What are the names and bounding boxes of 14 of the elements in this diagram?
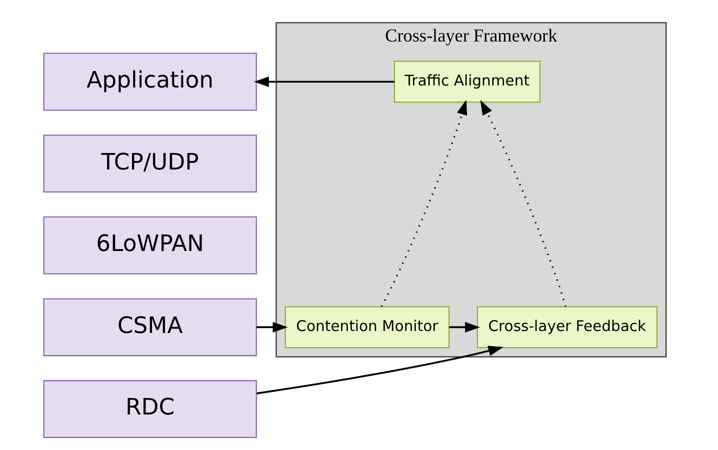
node-box: TCP/UDP [42, 134, 256, 192]
arrow [448, 321, 480, 332]
node-box: CSMA [42, 298, 256, 356]
node-box: RDC [42, 380, 256, 438]
arrow [253, 76, 394, 86]
node-box: Cross-layer Feedback [476, 306, 658, 348]
node-box: Application [42, 52, 256, 110]
arrow [256, 345, 503, 394]
node-box: 6LoWPAN [42, 216, 256, 274]
node-box: Traffic Alignment [393, 60, 540, 102]
arrow [380, 99, 467, 306]
arrow [480, 99, 566, 306]
node-box: Contention Monitor [284, 306, 450, 348]
arrow [256, 321, 288, 332]
